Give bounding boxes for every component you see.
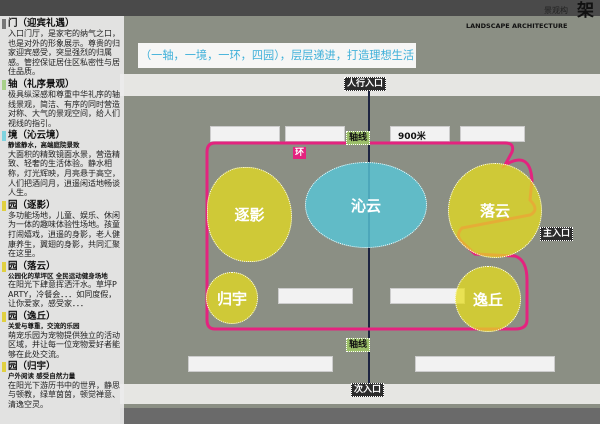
logo-cn: 景观构 bbox=[544, 6, 568, 15]
loop-length-label: 900米 bbox=[398, 132, 426, 142]
section-title: 园（归宇） bbox=[8, 361, 56, 373]
axis-label-top: 轴线 bbox=[346, 131, 371, 145]
zone-guiyu: 归宇 bbox=[206, 272, 258, 324]
section-marker bbox=[2, 261, 6, 272]
section-text: 在阳光下肆意挥洒汗水。草坪PARTY，冷餐会．．．如同度假，让你爱家，感受家．．… bbox=[8, 280, 117, 309]
section-marker bbox=[2, 79, 6, 90]
axis-label-bottom: 轴线 bbox=[346, 338, 371, 352]
loop-label: 环 bbox=[293, 147, 307, 159]
section-yiqiu: 园（逸丘）关爱与尊重，交流的乐园萌宠乐园为宠物提供独立的活动区域，并让每一位宠物… bbox=[2, 311, 121, 359]
logo-en: LANDSCAPE ARCHITECTURE bbox=[466, 22, 568, 30]
zone-zhuying: 逐影 bbox=[207, 167, 292, 262]
section-text: 多功能场地，儿童、娱乐、休闲为一体的趣味体验性场地。孩童打闹嬉戏，逍遥的身影，老… bbox=[8, 210, 120, 259]
section-marker bbox=[2, 131, 6, 142]
section-title: 园（逸丘） bbox=[8, 311, 56, 323]
secondary-entrance-label: 次入口 bbox=[351, 383, 385, 397]
section-title: 轴（礼序景观） bbox=[8, 78, 75, 90]
slogan-banner: （一轴，一境，一环，四园），层层递进，打造理想生活 bbox=[138, 43, 416, 68]
zone-luoyun: 落云 bbox=[448, 163, 542, 258]
section-gate: 门（迎宾礼遇）入口门厅，是家宅的纳气之口，也是对外的形象展示。尊贵的归家迎宾感受… bbox=[2, 18, 121, 77]
main-entrance-label: 主入口 bbox=[540, 227, 574, 241]
section-title: 园（落云） bbox=[8, 260, 56, 272]
section-marker bbox=[2, 19, 6, 29]
section-axis: 轴（礼序景观）极具纵深感和尊重中华礼序的轴线景观，简洁、有序的同时营造对称、大气… bbox=[2, 78, 121, 128]
section-zhuying: 园（逐影）多功能场地，儿童、娱乐、休闲为一体的趣味体验性场地。孩童打闹嬉戏，逍遥… bbox=[2, 199, 121, 259]
pedestrian-entrance-label: 人行入口 bbox=[344, 77, 387, 91]
top-bar bbox=[0, 0, 600, 16]
logo-char: 架 bbox=[577, 1, 594, 21]
section-title: 园（逐影） bbox=[8, 199, 56, 211]
section-text: 在阳光下游历书中的世界，静思与顿教，绿草茵茵，顿觉禅意、清逸空灵。 bbox=[8, 380, 120, 410]
zone-label: 逸丘 bbox=[472, 290, 503, 309]
zone-label: 逐影 bbox=[234, 206, 265, 224]
section-guiyu: 园（归宇）户外阅读 感受自然力量在阳光下游历书中的世界，静思与顿教，绿草茵茵，顿… bbox=[2, 361, 121, 410]
section-luoyun: 园（落云）公园化的草坪区 全民运动健身场地在阳光下肆意挥洒汗水。草坪PARTY，… bbox=[2, 260, 121, 309]
zone-label: 沁云 bbox=[350, 196, 381, 215]
section-subtitle: 公园化的草坪区 全民运动健身场地 bbox=[8, 271, 108, 280]
zone-yiqiu: 逸丘 bbox=[455, 266, 521, 332]
section-subtitle: 户外阅读 感受自然力量 bbox=[8, 372, 76, 381]
section-subtitle: 静谧静水，高端庭院景致 bbox=[8, 141, 80, 150]
building bbox=[415, 356, 555, 372]
section-text: 大面积的精致镜面水景，营造精致、轻奢的生活体验。静水相称，灯光辉映，月亮悬于高空… bbox=[8, 149, 120, 198]
zone-qinyun: 沁云 bbox=[305, 162, 427, 248]
section-marker bbox=[2, 312, 6, 323]
section-subtitle: 关爱与尊重，交流的乐园 bbox=[8, 322, 80, 331]
zone-label: 归宇 bbox=[216, 289, 247, 308]
section-realm: 境（沁云境）静谧静水，高端庭院景致大面积的精致镜面水景，营造精致、轻奢的生活体验… bbox=[2, 130, 121, 198]
section-marker bbox=[2, 200, 6, 211]
section-text: 入口门厅，是家宅的纳气之口，也是对外的形象展示。尊贵的归家迎宾感受，突显强烈的归… bbox=[8, 29, 120, 77]
section-text: 萌宠乐园为宠物提供独立的活动区域，并让每一位宠物爱好者能够在此处交流。 bbox=[8, 330, 120, 359]
section-title: 境（沁云境） bbox=[8, 130, 66, 142]
zone-label: 落云 bbox=[479, 202, 510, 220]
section-text: 极具纵深感和尊重中华礼序的轴线景观，简洁、有序的同时营造对称、大气的景观空间，给… bbox=[8, 89, 120, 128]
building bbox=[278, 288, 353, 304]
section-title: 门（迎宾礼遇） bbox=[8, 18, 75, 29]
section-marker bbox=[2, 362, 6, 373]
description-panel: 门（迎宾礼遇）入口门厅，是家宅的纳气之口，也是对外的形象展示。尊贵的归家迎宾感受… bbox=[0, 16, 124, 424]
building bbox=[188, 356, 333, 372]
south-road bbox=[120, 408, 600, 424]
